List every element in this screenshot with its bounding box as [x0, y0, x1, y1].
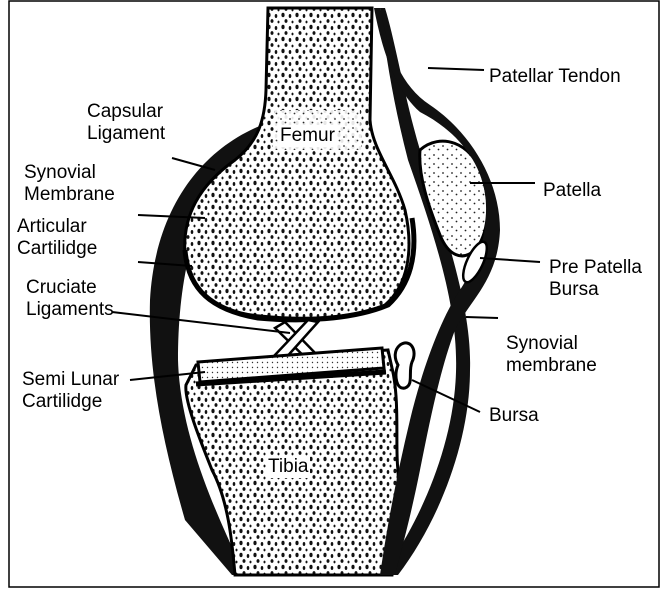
label-bursa: Bursa	[489, 405, 539, 427]
label-cruciate-ligaments: Cruciate Ligaments	[26, 277, 114, 321]
label-articular-cartilage: Articular Cartilidge	[17, 216, 97, 260]
label-synovial-membrane-right: Synovial membrane	[506, 333, 597, 377]
leader-synovial-membrane-right	[466, 317, 498, 318]
label-pre-patella-bursa: Pre Patella Bursa	[549, 257, 642, 301]
label-tibia: Tibia	[266, 456, 310, 478]
label-synovial-membrane: Synovial Membrane	[24, 162, 115, 206]
label-semi-lunar-cartilage: Semi Lunar Cartilidge	[22, 369, 119, 413]
label-femur: Femur	[278, 125, 337, 147]
leader-patellar-tendon	[428, 68, 484, 70]
label-capsular-ligament: Capsular Ligament	[87, 101, 165, 145]
label-patella: Patella	[543, 180, 601, 202]
bursa-shape	[395, 343, 414, 388]
label-patellar-tendon: Patellar Tendon	[489, 66, 621, 88]
